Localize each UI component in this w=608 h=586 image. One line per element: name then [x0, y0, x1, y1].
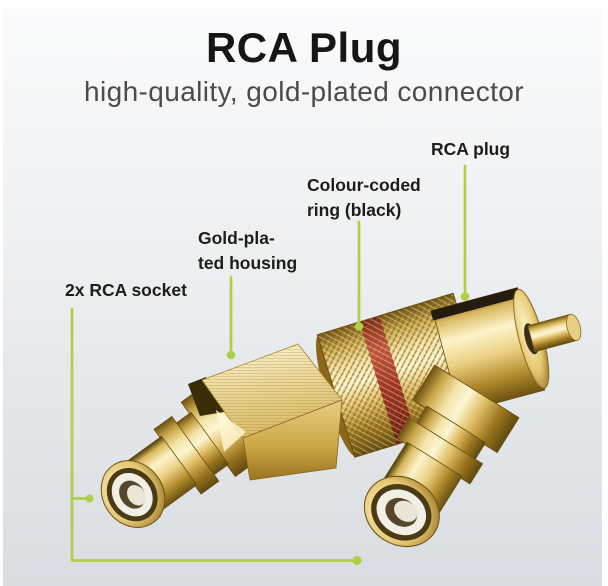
- callout-colour-ring-line2: ring (black): [307, 200, 402, 220]
- leader-dot-housing: [226, 350, 236, 360]
- callout-colour-ring-line1: Colour-coded: [307, 175, 421, 195]
- callout-sockets-label: 2x RCA socket: [65, 280, 187, 300]
- callout-housing: Gold-pla- ted housing: [198, 226, 297, 276]
- callout-colour-ring: Colour-coded ring (black): [307, 173, 421, 223]
- leader-dot-socket-right: [352, 556, 362, 565]
- rca-plug-pin: [524, 313, 582, 355]
- leader-line-sockets: [70, 307, 354, 562]
- page-subtitle: high-quality, gold-plated connector: [84, 76, 524, 107]
- leader-dot-socket-left: [85, 494, 94, 503]
- black-colour-band: [430, 287, 521, 321]
- left-socket-face: [100, 460, 166, 528]
- leader-dot-colour-ring: [354, 322, 364, 331]
- callout-housing-line1: Gold-pla-: [198, 228, 275, 248]
- page-title: RCA Plug: [205, 24, 403, 71]
- callout-rca-plug: RCA plug: [431, 137, 510, 162]
- callout-housing-line2: ted housing: [198, 253, 298, 273]
- left-rca-socket: [100, 379, 268, 528]
- leader-dot-rca-plug: [460, 292, 470, 301]
- center-rca-socket: [363, 364, 520, 548]
- callout-sockets: 2x RCA socket: [65, 278, 187, 303]
- center-socket-face: [363, 475, 440, 548]
- gold-housing-cube: [188, 343, 343, 481]
- callout-rca-plug-label: RCA plug: [431, 139, 511, 159]
